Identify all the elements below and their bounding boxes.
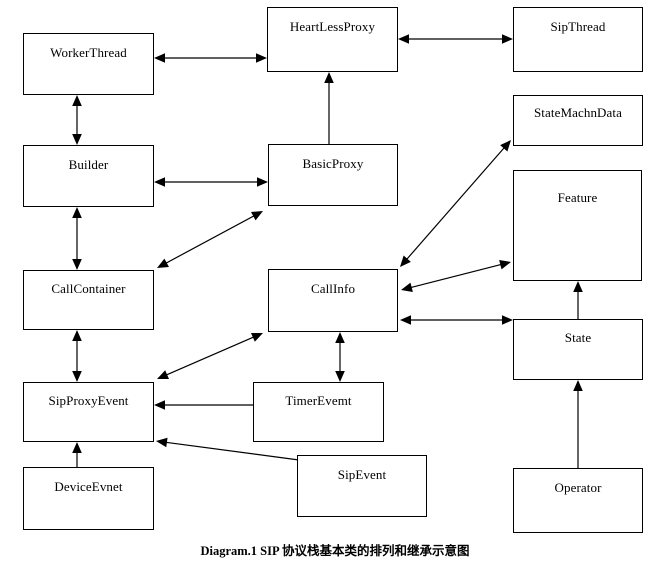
arrowhead-icon: [72, 207, 82, 218]
arrowhead-icon: [154, 53, 165, 63]
node-label: SipProxyEvent: [48, 393, 129, 408]
arrowhead-icon: [335, 332, 345, 343]
edge-sipproxyevent-callinfo: [157, 332, 263, 380]
node-sipproxyevent[interactable]: SipProxyEvent: [23, 382, 154, 442]
arrowhead-icon: [400, 315, 411, 325]
arrowhead-icon: [72, 259, 82, 270]
node-label: WorkerThread: [50, 45, 127, 60]
arrowhead-icon: [250, 332, 263, 342]
diagram-caption: Diagram.1 SIP 协议栈基本类的排列和继承示意图: [200, 544, 470, 558]
arrowhead-icon: [72, 134, 82, 145]
edge-callinfo-feature: [401, 260, 511, 292]
node-label: SipEvent: [337, 467, 387, 482]
node-statemachndata[interactable]: StateMachnData: [513, 95, 643, 146]
arrowhead-icon: [256, 53, 267, 63]
edge-basicproxy-heartlessproxy: [324, 72, 334, 144]
node-callinfo[interactable]: CallInfo: [268, 269, 398, 332]
edge-workerthread-builder: [72, 95, 82, 145]
arrowhead-icon: [401, 282, 413, 292]
node-label: Operator: [554, 480, 602, 495]
node-timerevemt[interactable]: TimerEvemt: [253, 382, 384, 442]
edge-line: [405, 146, 506, 261]
node-basicproxy[interactable]: BasicProxy: [268, 144, 398, 206]
node-label: StateMachnData: [533, 105, 623, 120]
arrowhead-icon: [156, 437, 168, 448]
edge-callcontainer-basicproxy: [157, 211, 263, 268]
edge-workerthread-heartlessproxy: [154, 53, 267, 63]
arrowhead-icon: [72, 371, 82, 382]
node-label: State: [564, 330, 592, 345]
node-label: BasicProxy: [302, 156, 364, 171]
arrowhead-icon: [400, 255, 411, 267]
edge-line: [164, 214, 256, 265]
node-label: HeartLessProxy: [289, 19, 376, 34]
arrowhead-icon: [502, 315, 513, 325]
edge-deviceevnet-sipproxyevent: [72, 442, 82, 467]
node-deviceevnet[interactable]: DeviceEvnet: [23, 467, 154, 530]
node-label: Feature: [557, 190, 598, 205]
node-operator[interactable]: Operator: [513, 468, 643, 533]
node-builder[interactable]: Builder: [23, 145, 154, 207]
node-state[interactable]: State: [513, 319, 643, 380]
node-workerthread[interactable]: WorkerThread: [23, 33, 154, 95]
edge-timerevemt-sipproxyevent: [154, 400, 253, 410]
arrowhead-icon: [324, 72, 334, 83]
arrowhead-icon: [157, 258, 169, 268]
node-label: Builder: [68, 157, 109, 172]
edge-state-feature: [573, 281, 583, 319]
node-label: CallContainer: [51, 281, 126, 296]
edge-line: [409, 263, 503, 289]
arrowhead-icon: [72, 442, 82, 453]
arrowhead-icon: [502, 34, 513, 44]
node-heartlessproxy[interactable]: HeartLessProxy: [267, 7, 398, 72]
edge-builder-callcontainer: [72, 207, 82, 270]
edge-callcontainer-sipproxyevent: [72, 330, 82, 382]
arrowhead-icon: [154, 177, 165, 187]
edge-heartlessproxy-sipthread: [398, 34, 513, 44]
arrowhead-icon: [154, 400, 165, 410]
arrowhead-icon: [72, 95, 82, 106]
edge-operator-state: [573, 380, 583, 468]
arrowhead-icon: [157, 370, 170, 380]
edge-builder-basicproxy: [154, 177, 268, 187]
edge-line: [164, 441, 300, 461]
node-sipthread[interactable]: SipThread: [513, 7, 643, 72]
arrowhead-icon: [72, 330, 82, 341]
arrowhead-icon: [398, 34, 409, 44]
edge-callinfo-state: [400, 315, 513, 325]
edge-timerevemt-callinfo: [335, 332, 345, 382]
node-callcontainer[interactable]: CallContainer: [23, 270, 154, 330]
node-feature[interactable]: Feature: [513, 170, 642, 281]
node-label: SipThread: [550, 19, 606, 34]
node-label: TimerEvemt: [285, 393, 352, 408]
node-sipevent[interactable]: SipEvent: [297, 455, 427, 517]
arrowhead-icon: [257, 177, 268, 187]
arrowhead-icon: [335, 371, 345, 382]
edge-callinfo-statemachndata: [400, 140, 511, 267]
arrowhead-icon: [500, 140, 511, 152]
node-label: DeviceEvnet: [54, 479, 123, 494]
edge-line: [165, 336, 255, 376]
arrowhead-icon: [251, 211, 263, 221]
arrowhead-icon: [499, 260, 511, 270]
arrowhead-icon: [573, 281, 583, 292]
node-label: CallInfo: [310, 281, 356, 296]
arrowhead-icon: [573, 380, 583, 391]
